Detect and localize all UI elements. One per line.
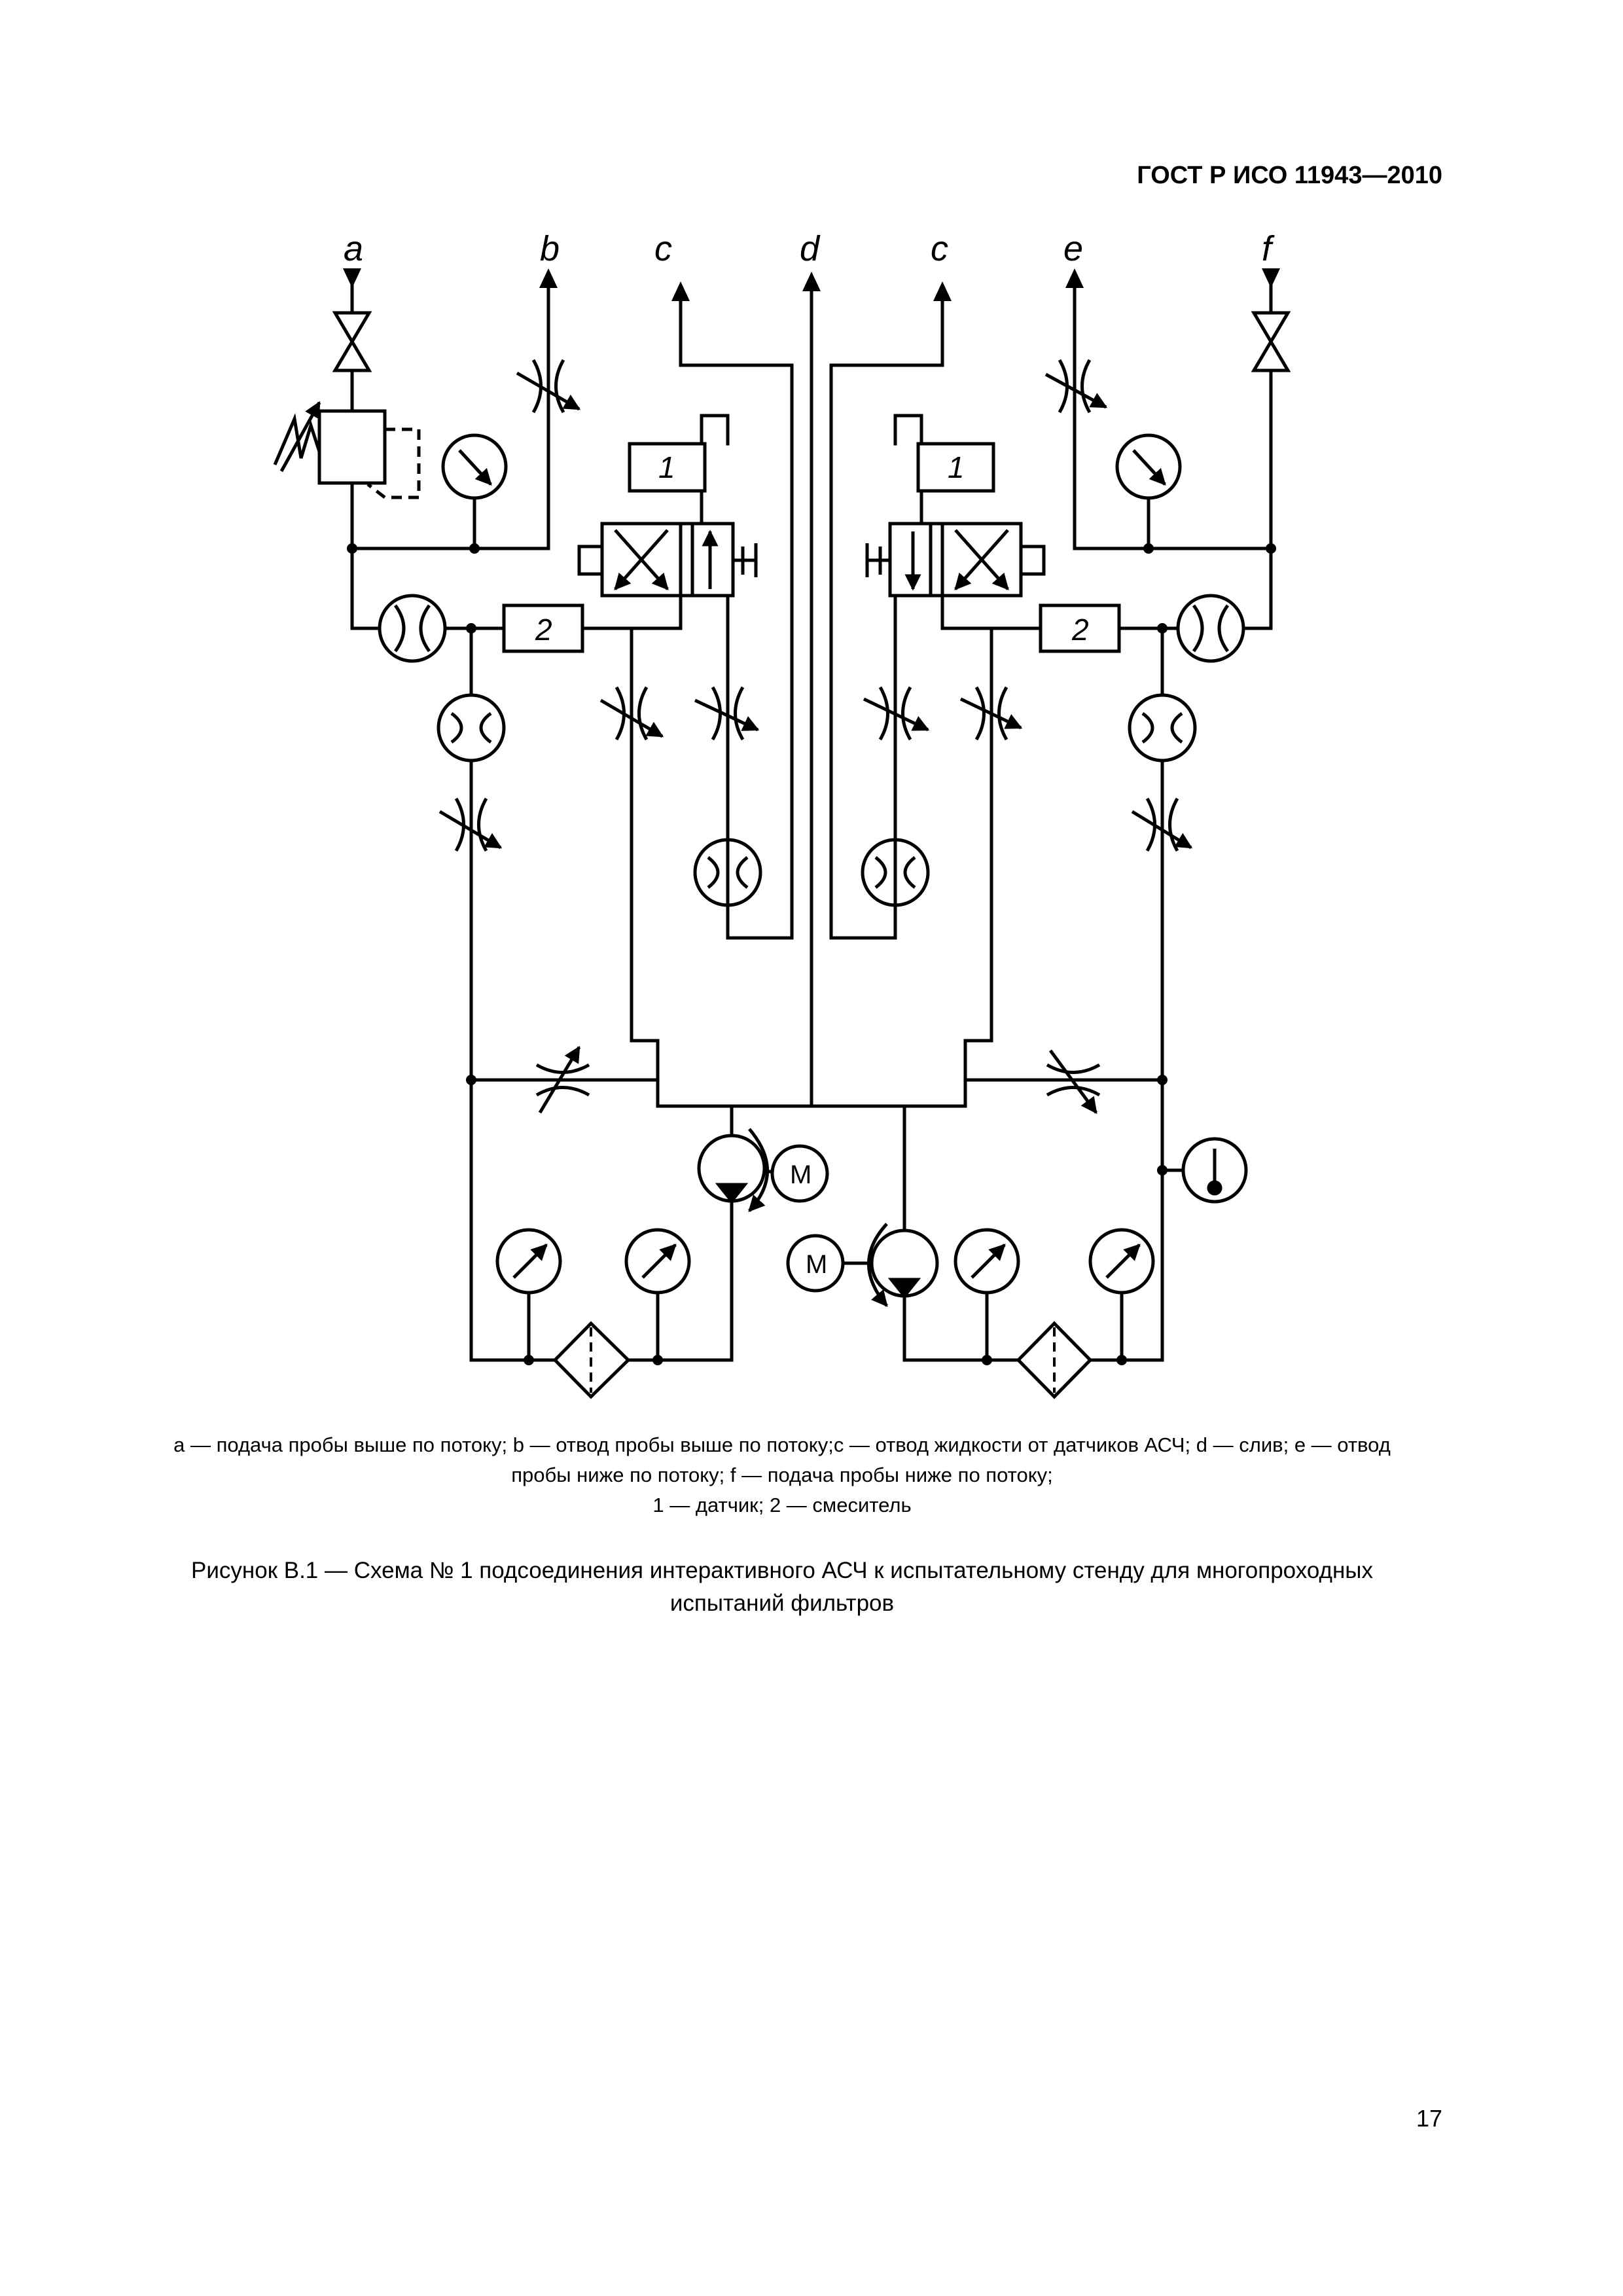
port-label-c-left: c (654, 229, 672, 268)
legend-line-3: 1 — датчик; 2 — смеситель (652, 1494, 912, 1516)
caption-line-1: Рисунок В.1 — Схема № 1 подсоединения ин… (191, 1558, 1373, 1583)
port-label-c-right: c (931, 229, 948, 268)
page-number: 17 (1416, 2105, 1442, 2132)
port-label-e: e (1063, 229, 1083, 268)
port-label-f: f (1262, 229, 1275, 268)
port-label-d: d (800, 229, 821, 268)
mixer-label-left: 2 (535, 613, 552, 647)
motor-label-upper: M (790, 1160, 812, 1189)
caption-line-2: испытаний фильтров (669, 1590, 895, 1616)
port-label-a: a (344, 229, 363, 268)
figure-legend: a — подача пробы выше по потоку; b — отв… (118, 1430, 1446, 1520)
figure-caption: Рисунок В.1 — Схема № 1 подсоединения ин… (118, 1554, 1446, 1620)
sensor-label-left: 1 (658, 450, 675, 484)
hydraulic-schematic: a b c d c e f 1 1 2 2 M M (273, 229, 1291, 1399)
motor-label-lower: M (806, 1250, 827, 1279)
legend-line-2: пробы ниже по потоку; f — подача пробы н… (511, 1463, 1053, 1486)
legend-line-1: a — подача пробы выше по потоку; b — отв… (173, 1433, 1391, 1456)
sensor-label-right: 1 (948, 450, 965, 484)
mixer-label-right: 2 (1071, 613, 1089, 647)
document-code: ГОСТ Р ИСО 11943—2010 (1137, 162, 1442, 189)
port-label-b: b (540, 229, 560, 268)
